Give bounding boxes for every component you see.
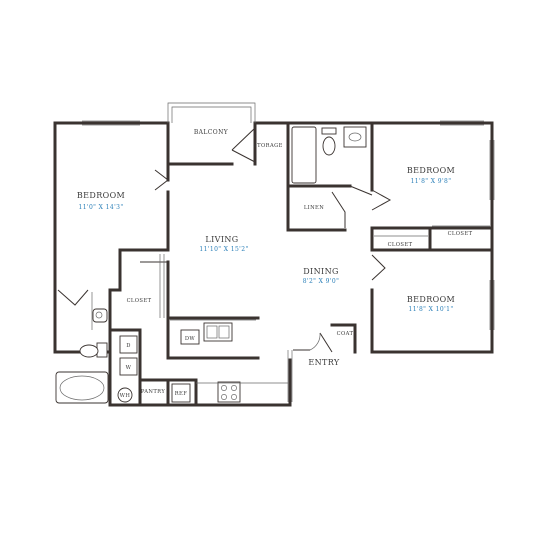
living-label: LIVING bbox=[205, 235, 238, 244]
sink-icon bbox=[203, 322, 233, 342]
laundry: D W WH PANTRY bbox=[117, 335, 166, 403]
walls bbox=[53, 121, 494, 407]
balcony-label: BALCONY bbox=[194, 129, 229, 136]
bedroom-left: BEDROOM 11'0" X 14'3" CLOSET bbox=[57, 169, 169, 318]
bedroom-bottom-right: BEDROOM 11'8" X 10'1" CLOSET bbox=[371, 235, 455, 313]
bath-center: LINEN bbox=[291, 126, 373, 228]
toilet-icon bbox=[79, 344, 99, 358]
bedroom-top-right-dim: 11'8" X 9'8" bbox=[411, 178, 452, 185]
dishwasher-label: DW bbox=[185, 336, 196, 342]
pantry-label: PANTRY bbox=[141, 389, 166, 395]
living-dining: LIVING 11'10" X 15'2" DINING 8'2" X 9'0"… bbox=[199, 235, 353, 367]
balcony: BALCONY bbox=[167, 102, 256, 136]
dining-label: DINING bbox=[303, 267, 339, 276]
dryer-label: D bbox=[126, 343, 131, 349]
bedroom-top-right: BEDROOM 11'8" X 9'8" CLOSET bbox=[371, 166, 490, 237]
dryer-icon bbox=[119, 335, 138, 354]
bath-left bbox=[55, 292, 109, 404]
coat-label: COAT bbox=[337, 331, 354, 337]
dishwasher-icon bbox=[180, 329, 200, 345]
kitchen: DW REF bbox=[170, 319, 288, 403]
bathtub-icon bbox=[291, 126, 317, 184]
closet-right-label: CLOSET bbox=[448, 231, 473, 237]
toilet-tank-icon bbox=[96, 342, 108, 358]
bedroom-left-label: BEDROOM bbox=[77, 191, 125, 200]
storage: STORAGE bbox=[231, 127, 283, 163]
washer-label: W bbox=[126, 365, 132, 371]
bedroom-bottom-right-dim: 11'8" X 10'1" bbox=[408, 306, 453, 313]
dining-dim: 8'2" X 9'0" bbox=[303, 278, 340, 285]
storage-label: STORAGE bbox=[253, 143, 283, 149]
washer-icon bbox=[119, 357, 138, 376]
refrigerator-icon bbox=[171, 383, 191, 403]
water-heater-icon bbox=[117, 387, 133, 403]
toilet-tank-icon bbox=[321, 127, 337, 135]
living-dim: 11'10" X 15'2" bbox=[199, 246, 248, 253]
bedroom-left-dim: 11'0" X 14'3" bbox=[78, 204, 123, 211]
toilet-icon bbox=[322, 136, 336, 156]
linen-label: LINEN bbox=[304, 205, 324, 211]
bedroom-bottom-right-label: BEDROOM bbox=[407, 295, 455, 304]
closet-left-label: CLOSET bbox=[127, 298, 152, 304]
entry-label: ENTRY bbox=[308, 358, 340, 367]
closet-mid-label: CLOSET bbox=[388, 242, 413, 248]
windows bbox=[82, 120, 495, 402]
stove-icon bbox=[217, 381, 241, 403]
refrigerator-label: REF bbox=[175, 391, 188, 397]
sink-icon bbox=[343, 126, 367, 148]
water-heater-label: WH bbox=[120, 393, 131, 399]
bathtub-icon bbox=[55, 371, 109, 404]
bedroom-top-right-label: BEDROOM bbox=[407, 166, 455, 175]
sink-icon bbox=[92, 308, 108, 323]
